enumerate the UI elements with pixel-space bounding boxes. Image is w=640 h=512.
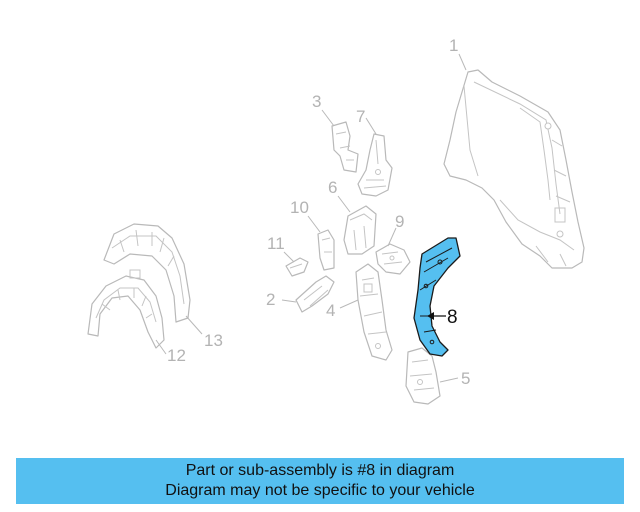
callout-9: 9: [395, 212, 404, 231]
part-12-wheelhouse-liner: [87, 269, 165, 349]
callout-5: 5: [461, 369, 470, 388]
callout-1: 1: [449, 36, 458, 55]
banner-line-1: Part or sub-assembly is #8 in diagram: [185, 462, 455, 479]
callout-12: 12: [167, 346, 186, 365]
part-10-small-bracket: [317, 229, 335, 271]
part-8-highlighted-pillar: [413, 237, 461, 357]
callout-10: 10: [290, 198, 309, 217]
part-7-reinforcement: [357, 133, 393, 197]
callout-4: 4: [326, 301, 335, 320]
part-6-pillar-extension: [343, 205, 377, 255]
part-4-inner-pillar: [355, 263, 393, 361]
callout-13: 13: [204, 331, 223, 350]
part-3-bracket: [331, 121, 359, 173]
banner-line-2: Diagram may not be specific to your vehi…: [165, 482, 475, 499]
part-1-quarter-inner-panel: [443, 69, 585, 269]
callout-3: 3: [312, 92, 321, 111]
part-9-clip-bracket: [375, 243, 411, 275]
callout-6: 6: [328, 178, 337, 197]
callout-2: 2: [266, 290, 275, 309]
arrowhead-icon: [427, 312, 434, 320]
callout-7: 7: [356, 107, 365, 126]
part-5-lower-extension: [405, 347, 441, 405]
part-11-clip: [285, 257, 309, 277]
callout-11: 11: [267, 234, 285, 253]
part-2-lower-bracket: [295, 275, 335, 313]
callout-8: 8: [447, 307, 458, 328]
parts-diagram: 1 3 7 6 10 9 11: [87, 36, 585, 405]
info-banner: Part or sub-assembly is #8 in diagram Di…: [16, 458, 624, 504]
